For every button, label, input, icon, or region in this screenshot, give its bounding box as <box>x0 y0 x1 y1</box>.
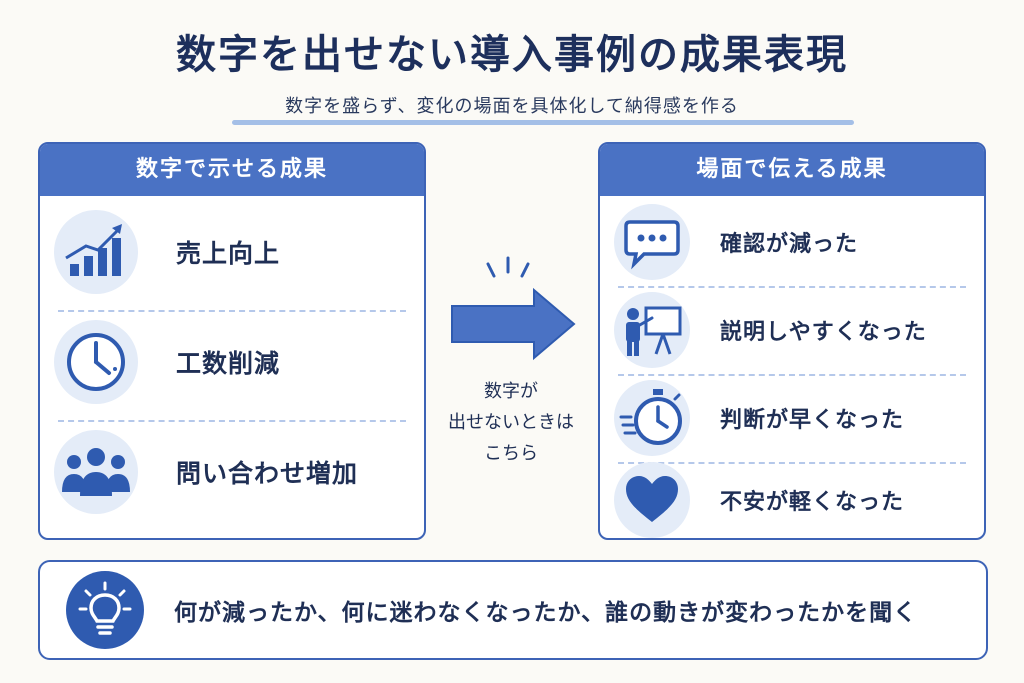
clock-icon <box>54 320 138 404</box>
divider <box>618 286 966 288</box>
page-title: 数字を出せない導入事例の成果表現 <box>176 32 848 78</box>
divider <box>58 420 406 422</box>
interview-tip-box: 何が減ったか、何に迷わなくなったか、誰の動きが変わったかを聞く <box>38 560 988 660</box>
list-item-workload: 工数削減 <box>54 320 410 404</box>
list-item-fewer-checks: 確認が減った <box>614 204 970 280</box>
divider <box>58 310 406 312</box>
transition-note: 数字が 出せないときは こちら <box>436 376 586 469</box>
lightbulb-icon <box>66 571 144 649</box>
list-item-label: 不安が軽くなった <box>720 490 905 515</box>
numeric-results-panel: 数字で示せる成果 売上向上 工数削減 <box>38 142 426 540</box>
list-item-label: 工数削減 <box>176 349 281 378</box>
scene-results-panel: 場面で伝える成果 確認が減った 説明しやすく <box>598 142 986 540</box>
presenter-board-icon <box>614 292 690 368</box>
list-item-less-anxiety: 不安が軽くなった <box>614 462 970 538</box>
bar-chart-growth-icon <box>54 210 138 294</box>
heart-icon <box>614 462 690 538</box>
divider <box>618 462 966 464</box>
divider <box>618 374 966 376</box>
scene-results-header: 場面で伝える成果 <box>600 144 984 196</box>
transition-note-line: 出せないときは <box>448 412 574 433</box>
list-item-label: 問い合わせ増加 <box>176 459 359 488</box>
list-item-label: 売上向上 <box>176 239 281 268</box>
list-item-inquiries: 問い合わせ増加 <box>54 430 410 514</box>
people-group-icon <box>54 430 138 514</box>
list-item-sales: 売上向上 <box>54 210 410 294</box>
list-item-label: 確認が減った <box>720 232 859 257</box>
list-item-faster-decisions: 判断が早くなった <box>614 380 970 456</box>
subtitle-underline <box>232 120 854 125</box>
interview-tip-text: 何が減ったか、何に迷わなくなったか、誰の動きが変わったかを聞く <box>174 600 918 626</box>
list-item-label: 判断が早くなった <box>720 408 905 433</box>
page-subtitle: 数字を盛らず、変化の場面を具体化して納得感を作る <box>285 96 739 117</box>
list-item-label: 説明しやすくなった <box>720 320 927 345</box>
list-item-easier-explanation: 説明しやすくなった <box>614 292 970 368</box>
speech-bubble-icon <box>614 204 690 280</box>
stopwatch-icon <box>614 380 690 456</box>
numeric-results-header: 数字で示せる成果 <box>40 144 424 196</box>
transition-note-line: こちら <box>484 443 538 464</box>
transition-note-line: 数字が <box>484 381 538 402</box>
transition-arrow <box>448 256 580 376</box>
